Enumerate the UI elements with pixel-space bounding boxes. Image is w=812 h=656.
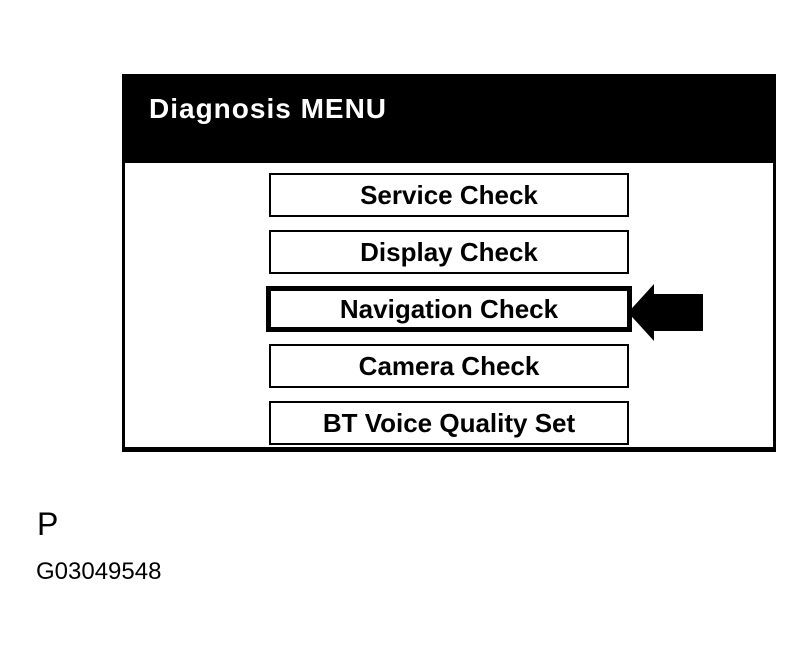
menu-button-navigation-check[interactable]: Navigation Check (266, 286, 632, 332)
menu-button-display-check[interactable]: Display Check (269, 230, 629, 274)
menu-list: Service Check Display Check Navigation C… (125, 163, 773, 445)
menu-button-bt-voice-quality-set[interactable]: BT Voice Quality Set (269, 401, 629, 445)
panel-header: Diagnosis MENU (122, 74, 776, 163)
panel-title: Diagnosis MENU (149, 93, 388, 124)
caption-page-label: P (37, 506, 59, 542)
diagnosis-menu-panel: Diagnosis MENU Service Check Display Che… (122, 74, 776, 452)
menu-button-camera-check[interactable]: Camera Check (269, 344, 629, 388)
menu-button-service-check[interactable]: Service Check (269, 173, 629, 217)
selection-arrow-left-icon (628, 284, 703, 341)
caption-figure-id: G03049548 (36, 558, 162, 585)
